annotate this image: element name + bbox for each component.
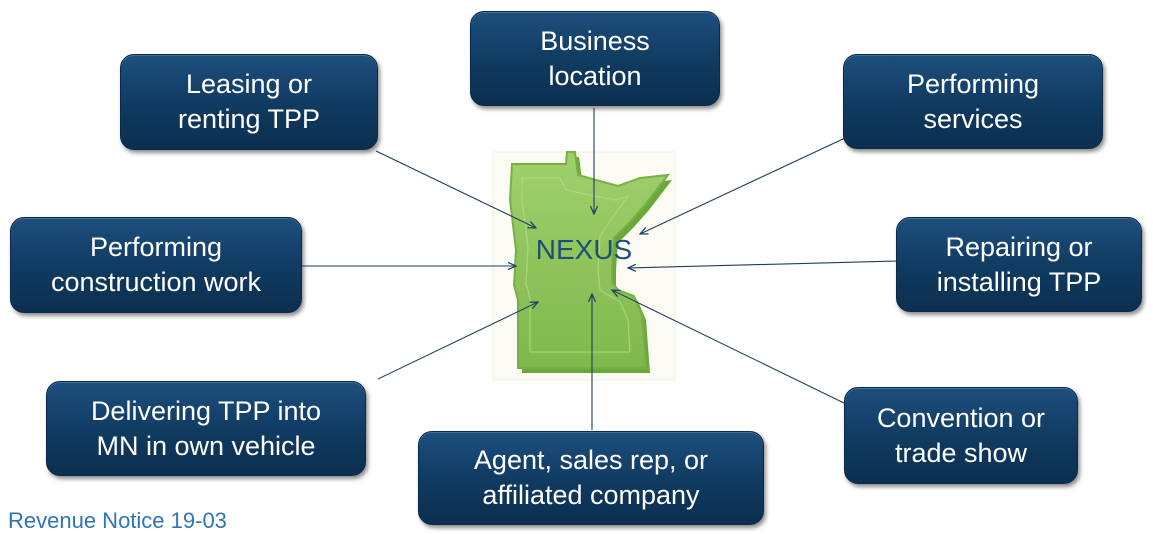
arrow-performing-services bbox=[640, 137, 846, 234]
business-location-box: Business location bbox=[470, 11, 720, 106]
arrow-repairing bbox=[628, 260, 898, 268]
box-line: location bbox=[548, 60, 642, 91]
minnesota-map bbox=[508, 151, 672, 373]
construction-box: Performing construction work bbox=[10, 217, 302, 313]
box-line: Leasing or bbox=[185, 69, 313, 99]
arrow-leasing bbox=[375, 150, 536, 228]
box-line: Agent, sales rep, or bbox=[473, 445, 709, 475]
box-line: Business bbox=[540, 25, 650, 56]
source-citation: Revenue Notice 19-03 bbox=[8, 508, 227, 533]
box-line: services bbox=[923, 103, 1023, 134]
repairing-box: Repairing or installing TPP bbox=[896, 217, 1142, 312]
box-line: MN in own vehicle bbox=[96, 430, 316, 461]
box-line: construction work bbox=[50, 267, 262, 297]
leasing-box: Leasing or renting TPP bbox=[120, 54, 378, 150]
performing-services-box: Performing services bbox=[843, 54, 1103, 149]
box-line: Convention or bbox=[876, 402, 1046, 433]
box-line: Performing bbox=[89, 232, 223, 262]
box-line: trade show bbox=[894, 437, 1028, 468]
arrow-delivering bbox=[377, 302, 538, 380]
delivering-box: Delivering TPP into MN in own vehicle bbox=[46, 381, 366, 476]
nexus-label: NEXUS bbox=[535, 234, 633, 265]
agent-box: Agent, sales rep, or affiliated company bbox=[418, 431, 764, 525]
convention-box: Convention or trade show bbox=[844, 387, 1078, 484]
box-line: renting TPP bbox=[177, 104, 321, 134]
box-line: installing TPP bbox=[936, 266, 1102, 297]
arrows bbox=[302, 108, 898, 430]
arrow-convention bbox=[612, 290, 847, 405]
box-line: Delivering TPP into bbox=[90, 395, 322, 426]
box-line: Repairing or bbox=[945, 231, 1093, 262]
box-line: Performing bbox=[906, 68, 1040, 99]
box-line: affiliated company bbox=[482, 480, 700, 510]
